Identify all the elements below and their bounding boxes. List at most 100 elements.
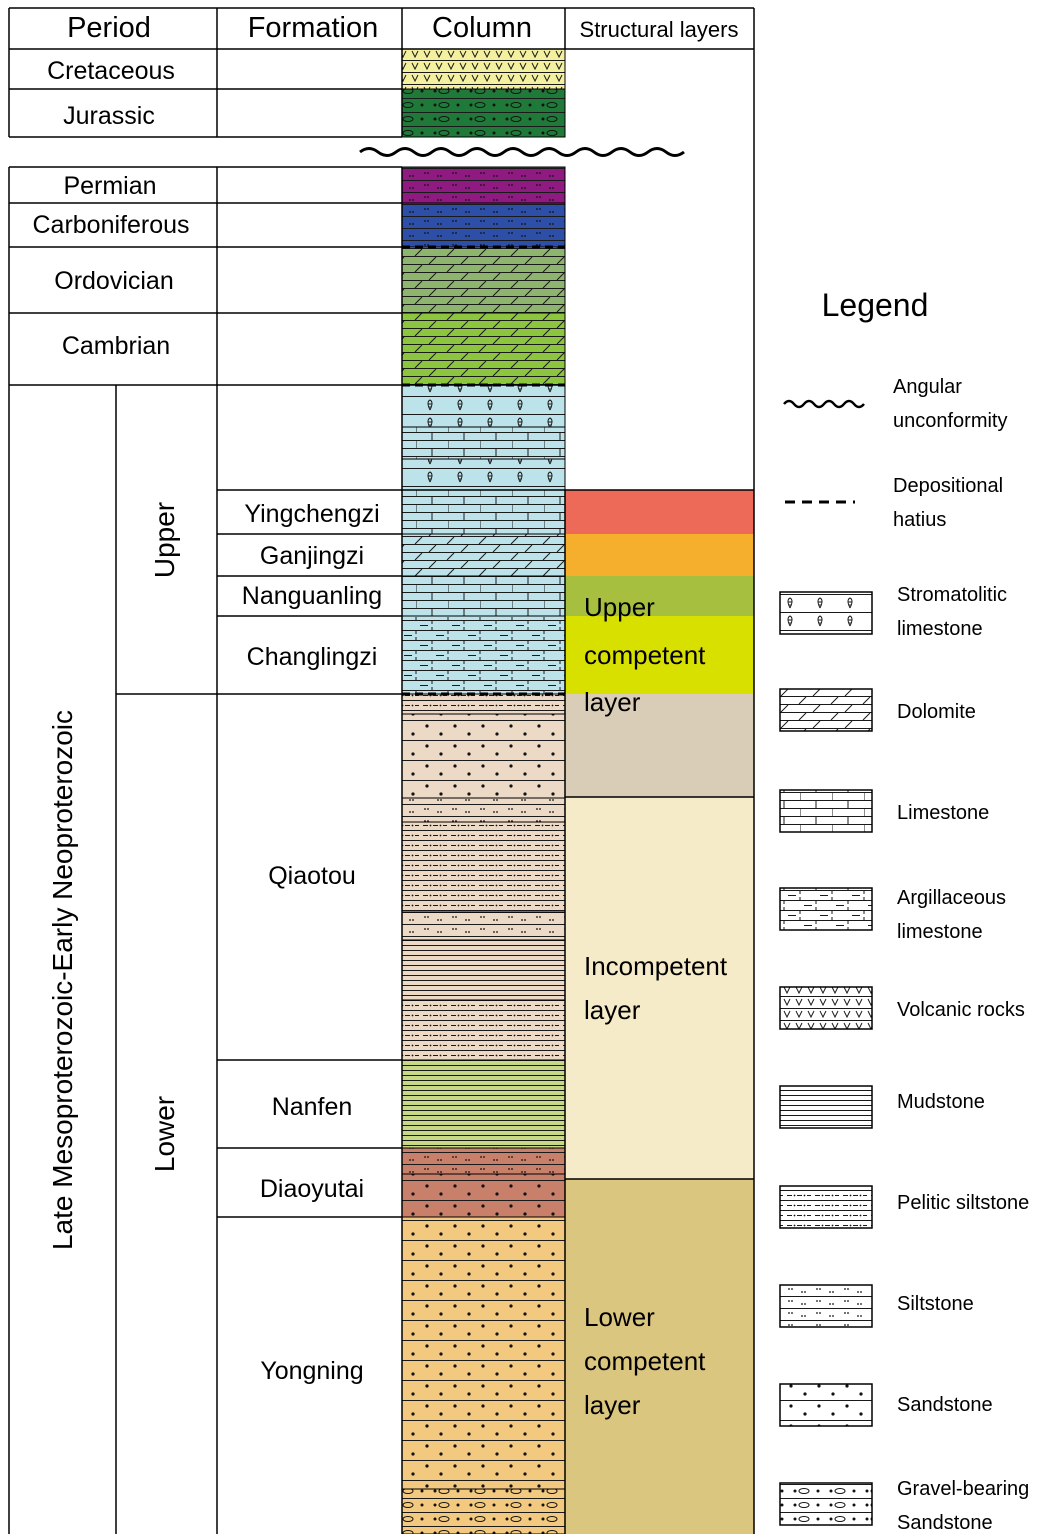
- legend-label-angular-1: Angular: [893, 376, 962, 398]
- legend-label-dolomite: Dolomite: [897, 701, 976, 723]
- column-cambrian: [401, 312, 566, 386]
- structural-layer-band-olive: [565, 576, 754, 616]
- column-ordovician: [401, 246, 566, 314]
- structural-layer-band-taupe: [565, 694, 754, 797]
- structural-layer-fills: [565, 490, 754, 1534]
- legend-label-pelitic: Pelitic siltstone: [897, 1192, 1029, 1214]
- legend-label-sandstone: Sandstone: [897, 1394, 993, 1416]
- column-yingchengzi: [401, 489, 566, 535]
- period-cretaceous: Cretaceous: [47, 57, 175, 85]
- legend-title: Legend: [822, 287, 929, 323]
- structural-upper-line-2: competent: [584, 640, 706, 670]
- column-changlingzi: [401, 615, 566, 695]
- column-qiaotou-siltstone-2: [401, 911, 566, 941]
- legend-label-argill-2: limestone: [897, 921, 983, 943]
- column-nanfen: [401, 1059, 566, 1149]
- structural-layer-band-red: [565, 490, 754, 534]
- legend-volcanic-rocks-icon: [779, 986, 873, 1030]
- legend-label-hiatus-1: Depositional: [893, 475, 1003, 497]
- column-upper-stromatolitic-2: [401, 458, 566, 491]
- header-column: Column: [432, 12, 532, 44]
- column-qiaotou-pelitic-3: [401, 999, 566, 1061]
- column-ganjingzi: [401, 533, 566, 577]
- legend-label-strom-2: limestone: [897, 618, 983, 640]
- column-diaoyutai-siltstone: [401, 1147, 566, 1175]
- header-period: Period: [67, 12, 151, 44]
- column-nanguanling: [401, 575, 566, 617]
- structural-upper-line-3: layer: [584, 687, 641, 717]
- legend-limestone-icon: [779, 789, 873, 833]
- formation-yingchengzi: Yingchengzi: [244, 500, 379, 528]
- period-cambrian: Cambrian: [62, 332, 170, 360]
- structural-layer-band-khaki: [565, 1179, 754, 1534]
- table-grid: [8, 7, 755, 1534]
- subperiod-lower: Lower: [149, 1096, 180, 1172]
- header-structural-layers: Structural layers: [580, 17, 739, 42]
- legend-label-siltstone: Siltstone: [897, 1293, 974, 1315]
- legend-gravel-bearing-sandstone-icon: [779, 1482, 873, 1526]
- period-permian: Permian: [63, 172, 156, 200]
- column-qiaotou-pelitic-2: [401, 821, 566, 913]
- structural-upper-line-1: Upper: [584, 592, 655, 622]
- structural-incompetent-line-1: Incompetent: [584, 951, 728, 981]
- period-labels: Cretaceous Jurassic Permian Carboniferou…: [32, 57, 189, 1250]
- legend-label-gravel-1: Gravel-bearing: [897, 1478, 1029, 1500]
- legend-angular-unconformity-icon: [783, 399, 865, 409]
- legend-label-limestone: Limestone: [897, 802, 989, 824]
- legend-argillaceous-limestone-icon: [779, 887, 873, 931]
- structural-incompetent-line-2: layer: [584, 995, 641, 1025]
- legend-stromatolitic-limestone-icon: [779, 591, 873, 635]
- structural-lower-line-3: layer: [584, 1390, 641, 1420]
- column-yongning-gravel: [401, 1488, 566, 1534]
- structural-layer-labels: Upper competent layer Incompetent layer …: [584, 592, 728, 1420]
- table-header: Period Formation Column Structural layer…: [67, 12, 738, 44]
- legend-dolomite-icon: [779, 688, 873, 732]
- structural-layer-band-yellow: [565, 616, 754, 694]
- legend-label-mudstone: Mudstone: [897, 1091, 985, 1113]
- header-formation: Formation: [248, 12, 379, 44]
- column-permian: [401, 166, 566, 204]
- legend-label-gravel-2: Sandstone: [897, 1512, 993, 1534]
- structural-layer-band-orange: [565, 534, 754, 576]
- formation-ganjingzi: Ganjingzi: [260, 542, 364, 570]
- lithology-column: [401, 48, 566, 1534]
- column-upper-stromatolitic-1: [401, 384, 566, 428]
- period-carboniferous: Carboniferous: [32, 211, 189, 239]
- column-qiaotou-siltstone-1: [401, 797, 566, 823]
- formation-diaoyutai: Diaoyutai: [260, 1175, 364, 1203]
- formation-qiaotou: Qiaotou: [268, 862, 356, 890]
- formation-yongning: Yongning: [260, 1357, 363, 1385]
- legend-label-strom-1: Stromatolitic: [897, 584, 1007, 606]
- column-cretaceous: [401, 48, 566, 90]
- formation-labels: Yingchengzi Ganjingzi Nanguanling Changl…: [242, 500, 382, 1385]
- legend-mudstone-icon: [779, 1085, 873, 1129]
- angular-unconformity-line: [359, 147, 685, 157]
- legend-siltstone-icon: [779, 1284, 873, 1328]
- subperiod-upper: Upper: [149, 502, 180, 578]
- legend-label-hiatus-2: hatius: [893, 509, 946, 531]
- column-upper-limestone: [401, 426, 566, 460]
- column-qiaotou-pelitic-1: [401, 693, 566, 715]
- formation-changlingzi: Changlingzi: [247, 643, 378, 671]
- legend-label-volcanic: Volcanic rocks: [897, 999, 1025, 1021]
- legend-pelitic-siltstone-icon: [779, 1185, 873, 1229]
- period-jurassic: Jurassic: [63, 102, 155, 130]
- legend-label-angular-2: unconformity: [893, 410, 1008, 432]
- period-proterozoic: Late Mesoproterozoic-Early Neoproterozoi…: [47, 710, 78, 1250]
- column-qiaotou-mudstone: [401, 939, 566, 1001]
- column-carboniferous: [401, 202, 566, 248]
- structural-lower-line-1: Lower: [584, 1302, 655, 1332]
- legend-label-argill-1: Argillaceous: [897, 887, 1006, 909]
- column-qiaotou-sandstone: [401, 713, 566, 799]
- formation-nanfen: Nanfen: [272, 1093, 353, 1121]
- legend: Legend Angular unconformity Depositional…: [779, 287, 1029, 1534]
- structural-lower-line-2: competent: [584, 1346, 706, 1376]
- column-yongning-sandstone: [401, 1216, 566, 1490]
- period-ordovician: Ordovician: [54, 267, 174, 295]
- legend-sandstone-icon: [779, 1383, 873, 1427]
- structural-layer-band-cream: [565, 797, 754, 1179]
- column-diaoyutai-sandstone: [401, 1173, 566, 1218]
- formation-nanguanling: Nanguanling: [242, 582, 382, 610]
- column-jurassic: [401, 88, 566, 138]
